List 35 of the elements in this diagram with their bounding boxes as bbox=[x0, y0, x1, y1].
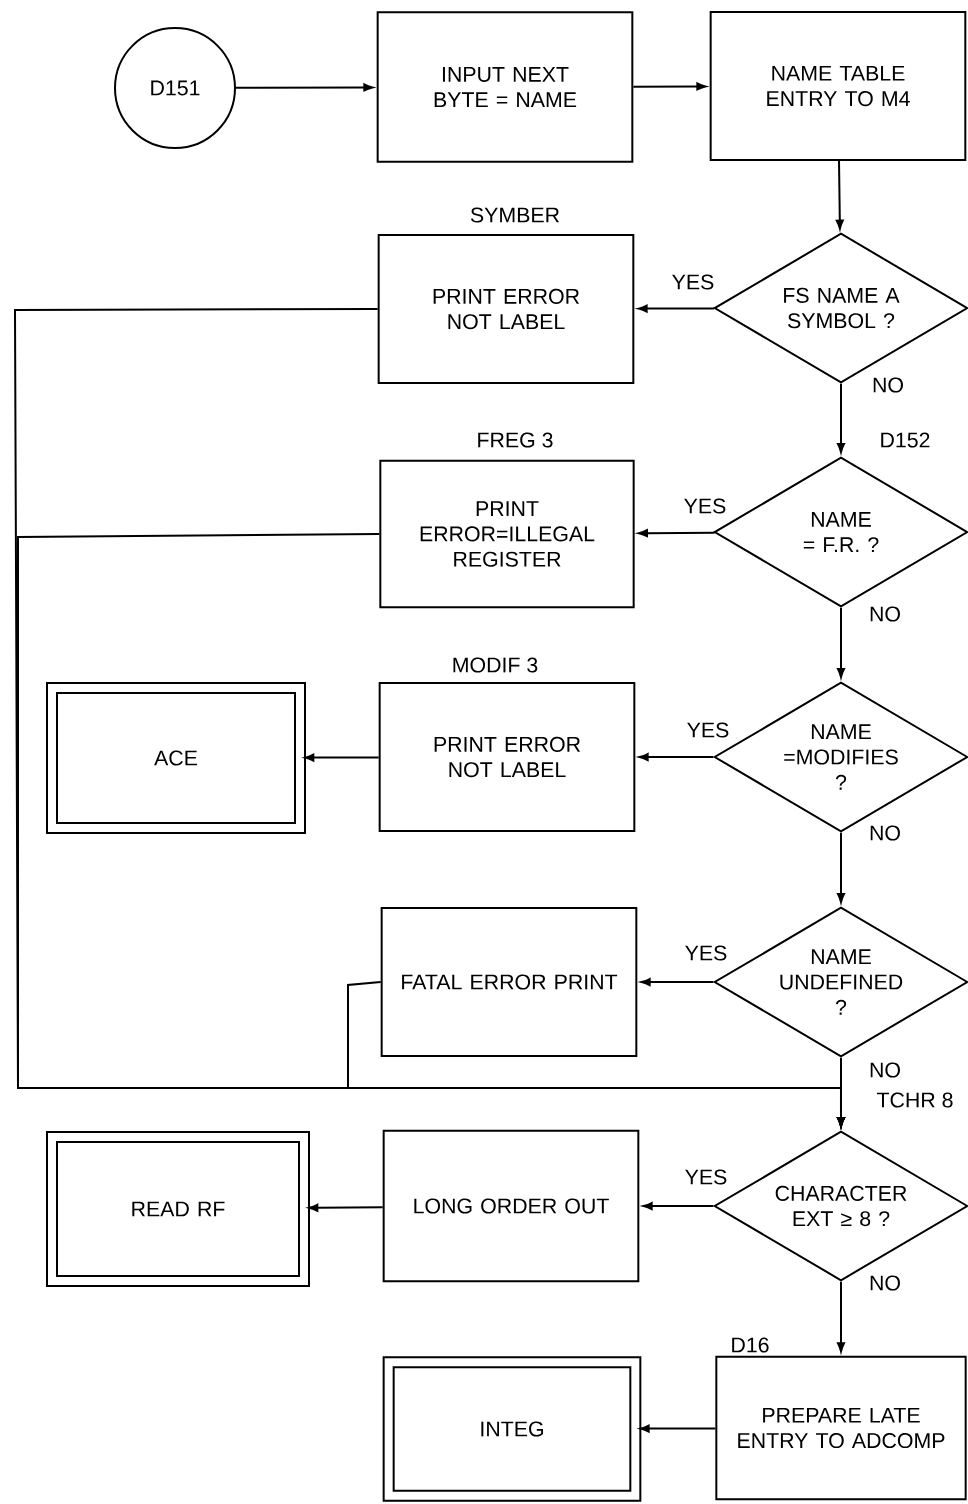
process-box: NAME TABLE ENTRY TO M4 bbox=[709, 11, 967, 161]
node-tag: MODIF 3 bbox=[453, 657, 538, 673]
arrow bbox=[638, 753, 715, 761]
process-box: PREPARE LATE ENTRY TO ADCOMP bbox=[715, 1355, 967, 1501]
process-box: PRINT ERROR NOT LABEL bbox=[377, 234, 635, 384]
arrow bbox=[837, 382, 845, 453]
node-tag: D16 bbox=[732, 1337, 769, 1353]
arrow bbox=[837, 831, 845, 903]
node-tag: D152 bbox=[881, 432, 930, 448]
arrow bbox=[308, 1203, 384, 1212]
arrow bbox=[638, 529, 716, 538]
process-box: LONG ORDER OUT bbox=[382, 1129, 640, 1283]
arrow bbox=[837, 606, 845, 678]
arrow bbox=[639, 1424, 717, 1433]
node-tag: TCHR 8 bbox=[876, 1092, 953, 1108]
arrow bbox=[235, 83, 374, 92]
terminal-box: INTEG bbox=[382, 1356, 642, 1502]
arrow bbox=[835, 160, 844, 230]
process-box: FATAL ERROR PRINT bbox=[380, 907, 638, 1057]
terminal-box: READ RF bbox=[46, 1131, 310, 1287]
node-tag: FREG 3 bbox=[478, 432, 553, 448]
arrow bbox=[637, 304, 715, 313]
arrow bbox=[632, 82, 707, 91]
arrow bbox=[347, 981, 845, 1127]
process-box: INPUT NEXT BYTE = NAME bbox=[376, 11, 634, 163]
terminal-box: ACE bbox=[46, 682, 306, 834]
arrow bbox=[640, 978, 715, 986]
node-tag: SYMBER bbox=[470, 207, 560, 223]
arrow bbox=[642, 1202, 715, 1210]
process-box: PRINT ERROR NOT LABEL bbox=[378, 682, 636, 832]
arrow bbox=[837, 1280, 845, 1353]
process-box: PRINT ERROR=ILLEGAL REGISTER bbox=[379, 459, 635, 609]
edge-label: NO bbox=[867, 1061, 903, 1079]
edge-label: NO bbox=[867, 605, 903, 623]
arrow bbox=[304, 753, 380, 762]
